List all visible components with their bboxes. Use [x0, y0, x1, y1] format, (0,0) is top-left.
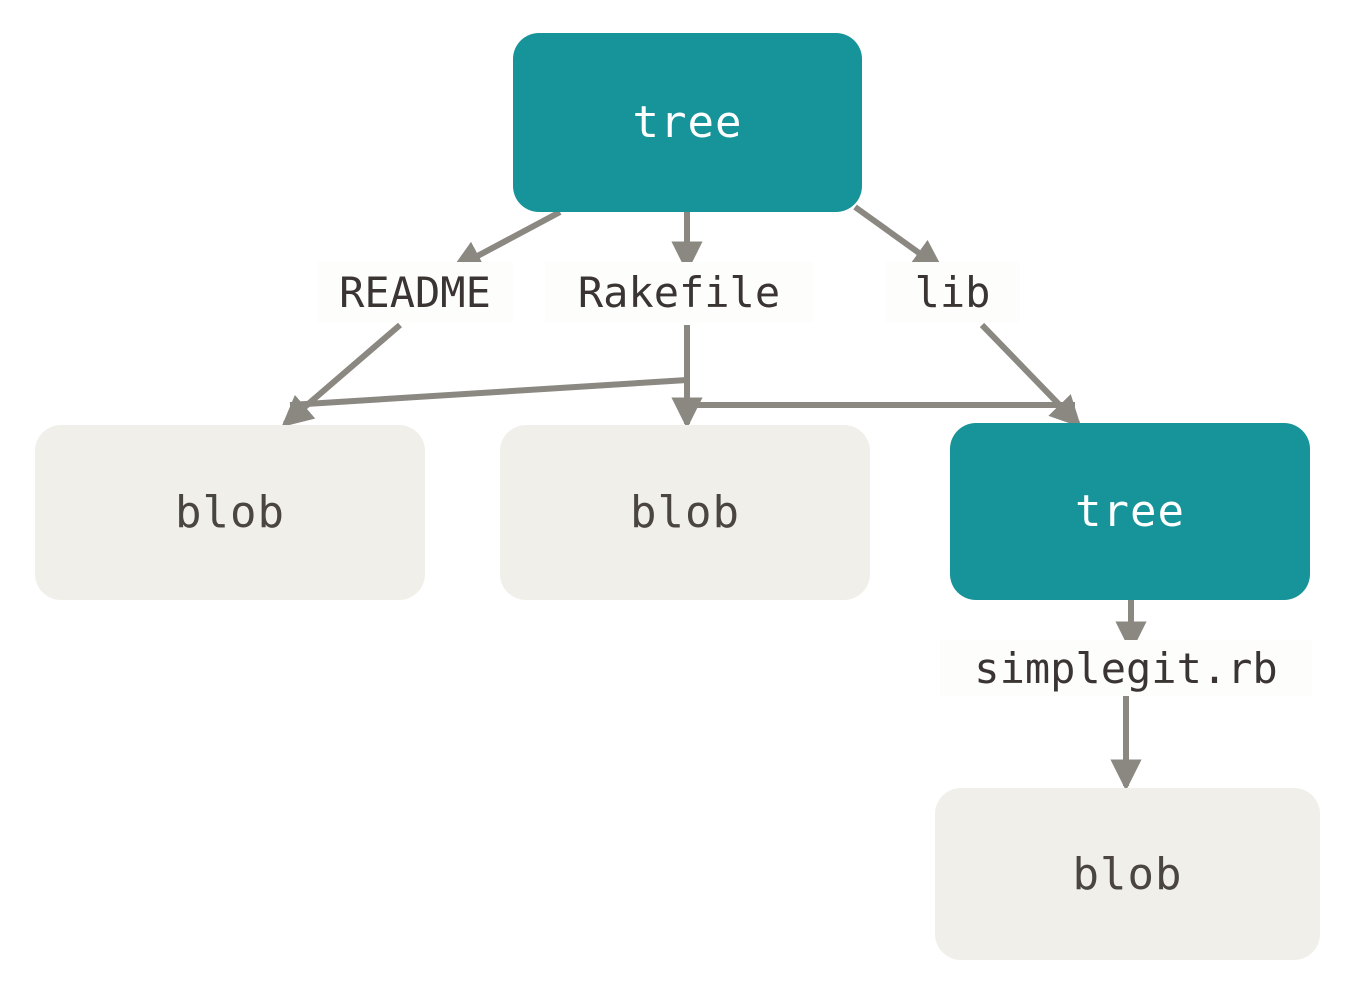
edge-label-readme[interactable]: README [317, 262, 513, 322]
edge-readme-label-to-blob [281, 322, 402, 428]
node-root-tree-label: tree [632, 97, 743, 148]
node-root-tree[interactable]: tree [513, 33, 862, 212]
edge-label-lib-text: lib [914, 267, 991, 317]
node-blob-readme-label: blob [175, 487, 285, 538]
edge-lib-label-to-tree [979, 322, 1082, 428]
node-lib-tree[interactable]: tree [950, 423, 1310, 600]
edge-label-rakefile-text: Rakefile [577, 267, 781, 317]
edge-bar-readme [289, 377, 688, 408]
node-lib-tree-label: tree [1075, 486, 1185, 537]
edge-label-simplegit[interactable]: simplegit.rb [940, 640, 1312, 696]
edge-label-lib[interactable]: lib [885, 262, 1020, 322]
node-blob-simplegit[interactable]: blob [935, 788, 1320, 960]
node-blob-simplegit-label: blob [1072, 848, 1183, 900]
edge-label-readme-text: README [339, 267, 491, 317]
edge-label-simplegit-text: simplegit.rb [974, 643, 1278, 693]
node-blob-rakefile[interactable]: blob [500, 425, 870, 600]
edge-root-to-lib-label [853, 204, 944, 271]
node-blob-readme[interactable]: blob [35, 425, 425, 600]
edge-root-to-readme-label [450, 209, 562, 271]
node-blob-rakefile-label: blob [630, 487, 740, 538]
edge-label-rakefile[interactable]: Rakefile [545, 262, 813, 322]
